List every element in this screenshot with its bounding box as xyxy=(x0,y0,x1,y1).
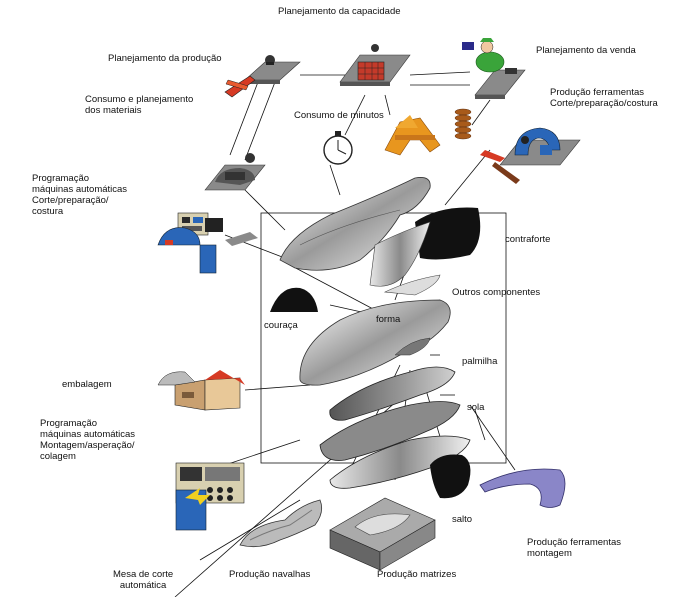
label-tools-lasting: Produção ferramentas montagem xyxy=(527,537,621,559)
materials-planning-icon xyxy=(204,153,266,191)
heel-mold-shape xyxy=(479,468,566,508)
stopwatch-icon xyxy=(323,131,353,165)
label-minutes-consumption: Consumo de minutos xyxy=(294,110,384,121)
tool-production-machine-icon xyxy=(480,127,581,184)
heel-counter-shape xyxy=(415,207,481,260)
label-molds-production: Produção matrizes xyxy=(377,569,457,580)
sole-shape xyxy=(319,401,461,461)
label-tools-cutting: Produção ferramentas Corte/preparação/co… xyxy=(550,87,658,109)
label-sales-planning: Planejamento da venda xyxy=(536,45,636,56)
label-production-planning: Planejamento da produção xyxy=(108,53,222,64)
label-materials-planning: Consumo e planejamento dos materiais xyxy=(85,94,194,116)
label-heel-counter: contraforte xyxy=(505,234,551,245)
knife-edge xyxy=(249,509,313,541)
small-insole-shape xyxy=(394,337,431,356)
other-component-shape xyxy=(383,274,441,296)
shoe-upper-shape xyxy=(279,177,431,271)
cutting-knife-shape xyxy=(239,499,323,548)
sales-planning-icon xyxy=(462,38,526,99)
label-cutting-table: Mesa de corte automática xyxy=(113,569,174,591)
label-programming-lasting: Programação máquinas automáticas Montage… xyxy=(40,418,136,462)
label-toe-cap: couraça xyxy=(264,320,298,331)
label-knives-production: Produção navalhas xyxy=(229,569,311,580)
insole-shape xyxy=(329,366,456,421)
label-sole: sola xyxy=(467,402,485,413)
toe-cap-shape xyxy=(270,287,318,312)
production-planning-icon xyxy=(224,55,301,98)
lasting-machine-icon xyxy=(175,462,245,531)
outsole-shape xyxy=(329,435,471,489)
label-programming-sewing: Programação máquinas automáticas Corte/p… xyxy=(32,173,128,217)
mold-box-icon xyxy=(329,497,436,571)
capacity-planning-icon xyxy=(339,44,411,86)
label-last: forma xyxy=(376,314,401,325)
last-shape xyxy=(299,299,451,386)
orange-tooling-icon xyxy=(384,108,472,156)
label-other-components: Outros componentes xyxy=(452,287,541,298)
sewing-machine-icon xyxy=(157,212,258,274)
heel-shape xyxy=(430,454,471,499)
label-packaging: embalagem xyxy=(62,379,112,390)
label-heel: salto xyxy=(452,514,473,525)
packaging-box-icon xyxy=(157,370,245,411)
label-capacity-planning: Planejamento da capacidade xyxy=(278,6,401,17)
label-insole: palmilha xyxy=(462,356,498,367)
lining-shape xyxy=(369,221,431,287)
